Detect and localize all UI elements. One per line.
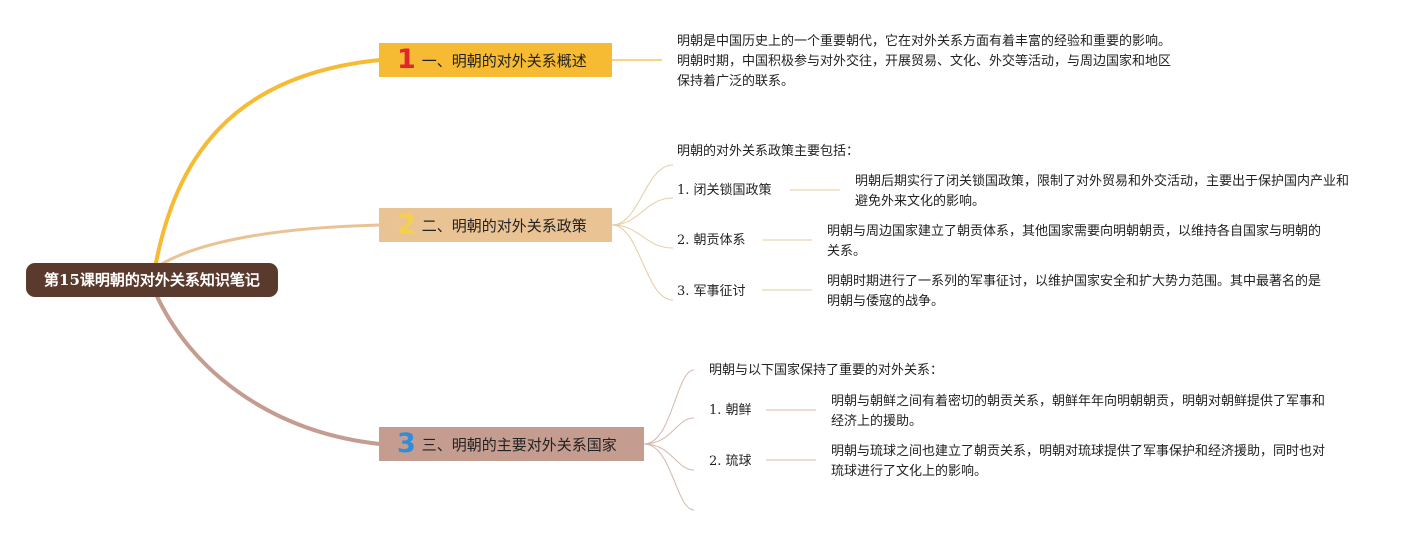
country-item-1[interactable]: 1. 朝鲜 [709,401,752,421]
branch-number-1: 1 [397,44,416,75]
link-root-branch3 [153,290,382,446]
country-item-1-desc[interactable]: 明朝与朝鲜之间有着密切的朝贡关系，朝鲜年年向明朝朝贡，明朝对朝鲜提供了军事和经济… [831,394,1326,429]
policy-intro[interactable]: 明朝的对外关系政策主要包括： [677,144,860,159]
link-branch2-item2 [611,224,674,249]
country-item-2-desc[interactable]: 明朝与琉球之间也建立了朝贡关系，明朝对琉球提供了军事保护和经济援助，同时也对琉球… [831,444,1326,479]
policy-item-2[interactable]: 2. 朝贡体系 [677,231,746,251]
policy-item-2-desc[interactable]: 明朝与周边国家建立了朝贡体系，其他国家需要向明朝朝贡，以维持各自国家与明朝的关系… [827,224,1322,259]
branch-title: 一、明朝的对外关系概述 [421,51,587,70]
policy-item-3-desc[interactable]: 明朝时期进行了一系列的军事征讨，以维护国家安全和扩大势力范围。其中最著名的是明朝… [827,274,1322,309]
policy-item-1-desc[interactable]: 明朝后期实行了闭关锁国政策，限制了对外贸易和外交活动，主要出于保护国内产业和避免… [855,174,1350,209]
item-number: 2. [709,454,722,469]
item-number: 2. [677,233,690,248]
policy-item-3[interactable]: 3. 军事征讨 [677,282,746,302]
branch-countries[interactable]: 3 三、明朝的主要对外关系国家 [379,427,644,461]
branch-title: 三、明朝的主要对外关系国家 [421,435,617,454]
branch-number-2: 2 [397,209,416,240]
branch-number-3: 3 [397,428,416,459]
branch-title: 二、明朝的对外关系政策 [421,216,587,235]
link-branch3-item2 [643,443,695,471]
branch-overview[interactable]: 1 一、明朝的对外关系概述 [379,43,612,77]
item-number: 1. [677,183,690,198]
branch-policy[interactable]: 2 二、明朝的对外关系政策 [379,208,612,242]
link-branch3-item1 [643,417,695,445]
link-branch2-item1 [611,197,674,226]
item-label: 朝贡体系 [693,233,746,248]
countries-intro[interactable]: 明朝与以下国家保持了重要的对外关系： [709,363,944,378]
link-root-branch1 [153,58,382,270]
item-label: 军事征讨 [693,284,746,299]
link-branch2-intro [611,164,674,226]
country-item-2[interactable]: 2. 琉球 [709,452,752,472]
link-branch2-item3 [611,224,674,301]
link-branch3-intro [643,369,695,445]
root-topic[interactable]: 第15课明朝的对外关系知识笔记 [26,263,278,297]
link-branch3-extra [643,443,695,511]
policy-item-1[interactable]: 1. 闭关锁国政策 [677,181,772,201]
item-label: 朝鲜 [725,403,752,418]
link-root-branch2 [153,223,382,270]
overview-text[interactable]: 明朝是中国历史上的一个重要朝代，它在对外关系方面有着丰富的经验和重要的影响。明朝… [677,34,1172,89]
item-number: 1. [709,403,722,418]
item-label: 琉球 [725,454,752,469]
item-label: 闭关锁国政策 [693,183,772,198]
item-number: 3. [677,284,690,299]
